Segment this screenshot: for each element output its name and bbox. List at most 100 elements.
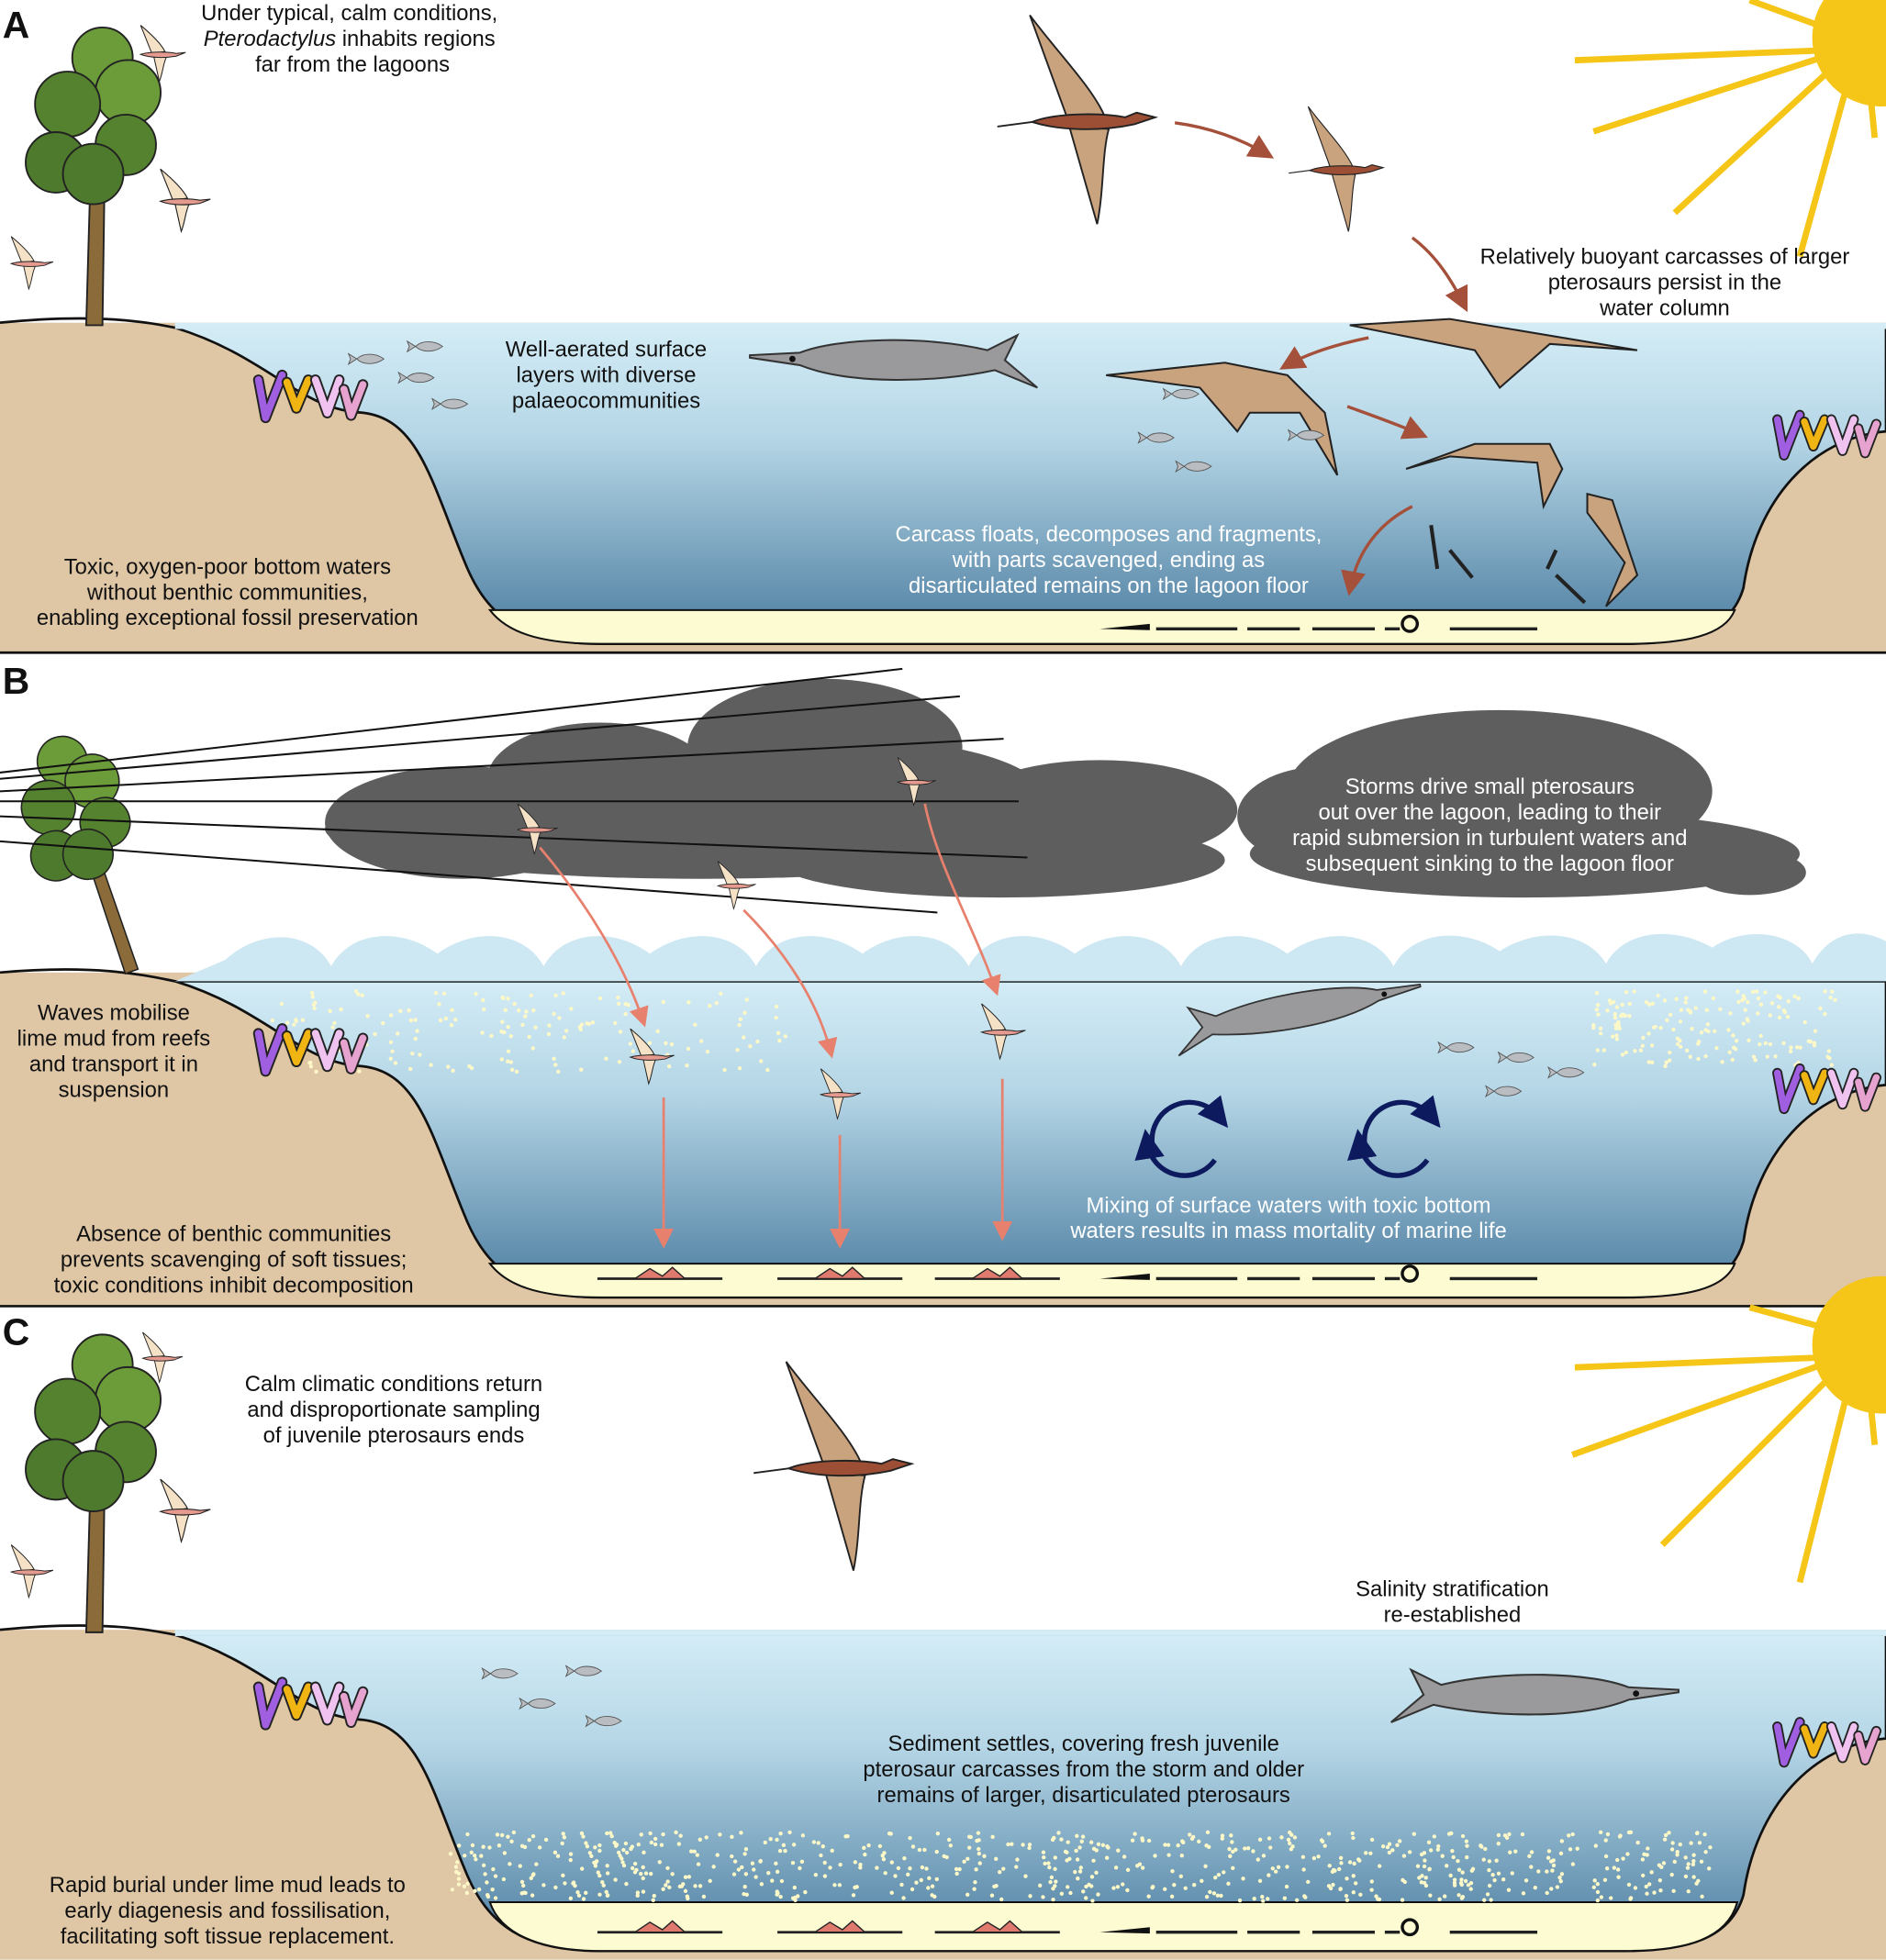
sediment-particle <box>1059 1837 1064 1842</box>
sediment-particle <box>1702 1832 1707 1837</box>
sediment-particle <box>1696 1878 1701 1883</box>
sediment-particle <box>715 1853 720 1857</box>
sediment-particle <box>1445 1864 1449 1868</box>
sediment-particle <box>1667 1058 1672 1063</box>
sediment-particle <box>828 1865 832 1870</box>
sediment-particle <box>930 1893 934 1898</box>
sediment-particle <box>676 1842 682 1846</box>
sediment-particle <box>396 1031 400 1036</box>
sediment-particle <box>1468 1887 1473 1891</box>
sediment-particle <box>1074 1848 1078 1854</box>
sediment-particle <box>1176 1843 1180 1848</box>
sediment-particle <box>1594 990 1600 996</box>
sediment-particle <box>774 1004 779 1009</box>
sediment-particle <box>792 1885 797 1890</box>
sediment-particle <box>1285 1865 1289 1869</box>
sediment-particle <box>553 1885 558 1890</box>
sediment-particle <box>714 1000 720 1006</box>
panel-label: A <box>3 4 30 46</box>
sediment-particle <box>597 1873 602 1878</box>
sediment-particle <box>1111 1886 1116 1890</box>
sediment-particle <box>830 1848 834 1853</box>
sediment-particle <box>908 1866 912 1871</box>
sediment-particle <box>453 1865 459 1869</box>
panel-a: A Under typical, calm conditions, Pterod… <box>0 0 1886 653</box>
sediment-particle <box>1696 1056 1701 1062</box>
sediment-particle <box>1279 1835 1284 1840</box>
sediment-particle <box>1785 1014 1791 1019</box>
sediment-particle <box>1773 1054 1778 1059</box>
sediment-particle <box>1689 1841 1693 1845</box>
sediment-particle <box>1703 1850 1708 1854</box>
sediment-particle <box>1049 1875 1055 1880</box>
sediment-particle <box>1046 1861 1051 1865</box>
sediment-particle <box>974 1867 978 1872</box>
sediment-particle <box>410 1051 415 1056</box>
sediment-particle <box>491 1866 496 1872</box>
sediment-particle <box>783 1848 787 1854</box>
sediment-particle <box>800 1833 806 1838</box>
sediment-particle <box>1683 1000 1688 1005</box>
sediment-particle <box>1063 1849 1068 1854</box>
sediment-particle <box>499 1029 504 1034</box>
sediment-particle <box>643 1871 649 1876</box>
sediment-particle <box>1778 995 1782 1000</box>
sediment-particle <box>597 1892 602 1897</box>
sediment-particle <box>1665 1018 1669 1022</box>
sediment-particle <box>1345 1898 1350 1902</box>
sediment-particle <box>661 1832 665 1837</box>
sediment-particle <box>553 1063 558 1067</box>
sediment-particle <box>1222 1870 1226 1875</box>
sediment-particle <box>1568 1847 1573 1852</box>
sediment-particle <box>1443 1894 1447 1899</box>
sediment-particle <box>1529 1850 1534 1854</box>
sediment-particle <box>1669 1847 1675 1852</box>
sediment-particle <box>1603 1854 1609 1859</box>
sediment-particle <box>1436 1843 1441 1849</box>
sediment-particle <box>356 992 361 997</box>
sediment-particle <box>1257 1837 1263 1842</box>
sediment-particle <box>481 997 485 1003</box>
sediment-particle <box>527 1034 531 1040</box>
sediment-particle <box>373 1031 377 1037</box>
sediment-particle <box>499 1832 505 1838</box>
sediment-particle <box>678 1833 683 1838</box>
sediment-particle <box>500 996 506 1001</box>
sediment-particle <box>1492 1877 1497 1883</box>
sediment-particle <box>1078 1865 1083 1870</box>
sediment-particle <box>467 1064 472 1069</box>
sediment-particle <box>1668 1012 1673 1018</box>
sediment-particle <box>1818 1006 1823 1011</box>
sediment-particle <box>1440 1854 1445 1858</box>
sediment-particle <box>587 1851 593 1855</box>
sediment-particle <box>616 1001 621 1007</box>
sediment-particle <box>1490 1873 1495 1877</box>
lagoon-floor <box>488 1901 1739 1953</box>
sediment-particle <box>1351 1835 1356 1841</box>
tree-icon <box>24 1333 162 1633</box>
sediment-particle <box>1678 1842 1682 1847</box>
sediment-particle <box>1635 1840 1640 1845</box>
sediment-particle <box>514 1069 519 1075</box>
sediment-particle <box>339 1007 343 1012</box>
mixing-circulation-icon <box>1134 1095 1441 1178</box>
sediment-particle <box>999 1897 1004 1902</box>
sediment-particle <box>450 1888 455 1892</box>
sediment-particle <box>1395 1843 1400 1847</box>
sediment-particle <box>1827 1056 1832 1061</box>
sediment-particle <box>474 991 478 997</box>
sediment-particle <box>1456 1858 1460 1864</box>
wing-fragment-icon <box>1586 492 1639 607</box>
sediment-particle <box>1672 1859 1677 1865</box>
sediment-particle <box>1207 1844 1211 1849</box>
sediment-particle <box>1487 1883 1492 1888</box>
sediment-particle <box>934 1849 939 1854</box>
sediment-particle <box>1282 1896 1288 1900</box>
sediment-particle <box>803 1889 808 1895</box>
sediment-particle <box>446 1064 451 1069</box>
sediment-particle <box>1697 1841 1702 1845</box>
sediment-particle <box>300 1018 306 1022</box>
sediment-particle <box>1460 1870 1465 1875</box>
sediment-particle <box>1496 1871 1501 1876</box>
lagoon-floor <box>487 1263 1736 1298</box>
